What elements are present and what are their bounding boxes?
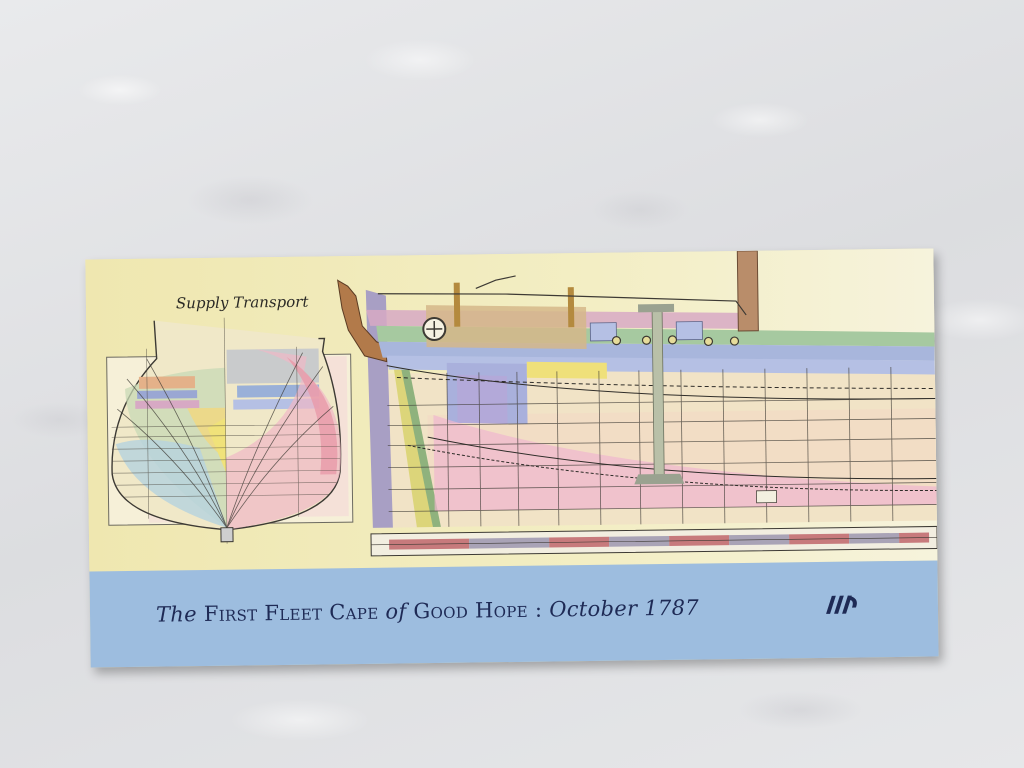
body-plan-drawing: Supply Transport bbox=[106, 293, 354, 544]
title-banner: The First Fleet Cape of Good Hope : Octo… bbox=[89, 560, 939, 668]
booklet-title: The First Fleet Cape of Good Hope : Octo… bbox=[156, 586, 699, 637]
australia-post-icon bbox=[826, 595, 857, 614]
drawing-caption: Supply Transport bbox=[176, 293, 310, 313]
ship-plan-artwork: Supply Transport bbox=[85, 248, 938, 572]
title-separator: : bbox=[534, 597, 543, 622]
title-date: October 1787 bbox=[549, 595, 700, 622]
title-cape: Cape bbox=[329, 599, 379, 625]
sheer-plan-drawing bbox=[337, 250, 938, 557]
title-first-fleet: First Fleet bbox=[203, 600, 323, 627]
title-the: The bbox=[155, 602, 198, 627]
title-good-hope: Good Hope bbox=[413, 597, 529, 624]
title-of: of bbox=[385, 599, 407, 624]
stamp-booklet: Supply Transport bbox=[85, 248, 939, 668]
